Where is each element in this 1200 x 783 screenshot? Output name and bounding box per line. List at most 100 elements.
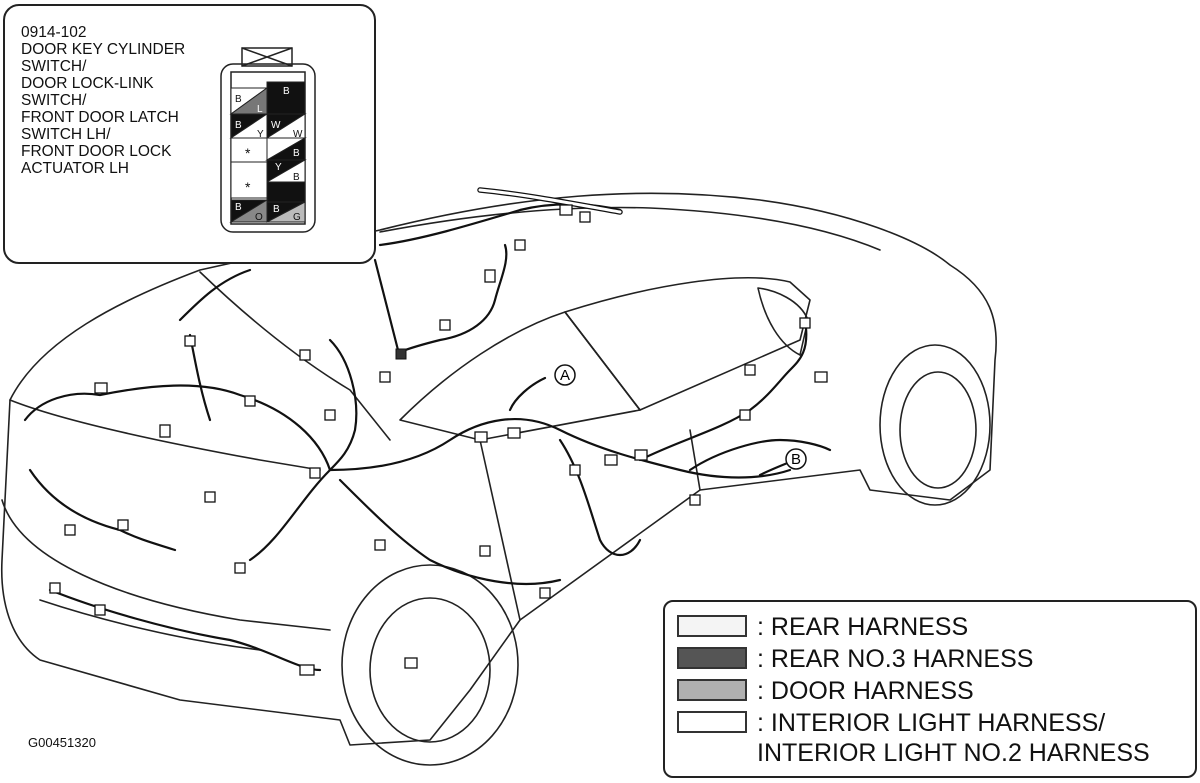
marker-b-label: B <box>791 451 801 468</box>
side-mirror <box>757 287 809 356</box>
harness-legend: : REAR HARNESS : REAR NO.3 HARNESS : DOO… <box>663 600 1197 778</box>
marker-a-label: A <box>560 367 570 384</box>
marker-b: B <box>785 448 807 470</box>
pin-label: O <box>255 212 263 223</box>
harness-roof-drop <box>398 243 508 354</box>
connector-block <box>244 395 256 407</box>
pin-label: G <box>293 212 301 223</box>
door-line <box>479 439 521 621</box>
description-line: SWITCH/ <box>21 58 87 75</box>
rear-window <box>199 271 391 441</box>
harness-front-door <box>688 438 832 472</box>
bumper-line <box>39 599 261 651</box>
harness-front <box>638 318 808 462</box>
connector-block <box>579 211 591 223</box>
legend-item-interior-light-harness: : INTERIOR LIGHT HARNESS/ INTERIOR LIGHT… <box>677 708 1150 768</box>
connector-block <box>559 204 573 216</box>
harness-floor <box>328 418 792 479</box>
legend-label: : REAR NO.3 HARNESS <box>757 645 1034 673</box>
connector-block <box>94 382 108 394</box>
connector-block <box>507 427 521 439</box>
legend-item-rear-no3-harness: : REAR NO.3 HARNESS <box>677 644 1033 674</box>
legend-swatch <box>677 647 747 669</box>
legend-label: : INTERIOR LIGHT HARNESS/ INTERIOR LIGHT… <box>757 709 1150 767</box>
connector-block <box>234 562 246 574</box>
legend-swatch <box>677 679 747 701</box>
front-wheel-inner <box>899 371 977 489</box>
pin-label: B <box>235 94 242 105</box>
description-line: DOOR KEY CYLINDER <box>21 41 186 58</box>
description-line: ACTUATOR LH <box>21 160 129 177</box>
harness-connector-link <box>373 258 400 352</box>
connector-block <box>479 545 491 557</box>
connector-block <box>514 239 526 251</box>
front-wheel <box>879 344 991 506</box>
trunk-line <box>9 399 321 471</box>
connector-block <box>299 664 315 676</box>
pin-label: B <box>283 86 290 97</box>
connector-description: 0914-102 DOOR KEY CYLINDER SWITCH/ DOOR … <box>21 24 185 177</box>
connector-block <box>439 319 451 331</box>
side-window-front <box>564 277 811 411</box>
harness-connectors <box>49 204 828 676</box>
harness-pillar <box>328 338 358 472</box>
connector-block <box>404 657 418 669</box>
connector-block <box>814 371 828 383</box>
connector-block <box>49 582 61 594</box>
pin-label: * <box>245 145 251 161</box>
pin-label: B <box>293 172 300 183</box>
legend-label: : DOOR HARNESS <box>757 677 974 705</box>
car-body-outline <box>0 192 997 746</box>
pin-label: Y <box>257 129 264 140</box>
pin-label: W <box>293 129 303 140</box>
connector-code: 0914-102 <box>21 24 87 41</box>
pin-label: L <box>257 104 263 115</box>
connector-block <box>604 454 618 466</box>
description-line: SWITCH/ <box>21 92 87 109</box>
connector-block <box>184 335 196 347</box>
pin-label: B <box>235 202 242 213</box>
description-line: FRONT DOOR LOCK <box>21 143 172 160</box>
connector-block <box>324 409 336 421</box>
legend-label: : REAR HARNESS <box>757 613 969 641</box>
description-line: DOOR LOCK-LINK <box>21 75 154 92</box>
description-line: FRONT DOOR LATCH <box>21 109 179 126</box>
pin-label: B <box>235 120 242 131</box>
harness-rear-left <box>28 468 177 552</box>
legend-item-rear-harness: : REAR HARNESS <box>677 612 968 642</box>
door-key-cylinder-connector <box>395 348 407 360</box>
rear-bumper <box>1 499 331 631</box>
connector-block <box>309 467 321 479</box>
connector-block <box>799 317 811 329</box>
wiring-harness-group <box>23 203 832 672</box>
harness-floor-rear <box>248 468 562 586</box>
pin-label: * <box>245 179 251 195</box>
legend-item-door-harness: : DOOR HARNESS <box>677 676 974 706</box>
connector-latch <box>241 47 293 67</box>
pin-label: B <box>293 148 300 159</box>
connector-block <box>634 449 648 461</box>
connector-block <box>94 604 106 616</box>
pin-label: Y <box>275 162 282 173</box>
connector-block <box>539 587 551 599</box>
roof-line <box>379 206 881 251</box>
connector-block <box>64 524 76 536</box>
door-line-2 <box>689 429 701 491</box>
harness-marker-a <box>508 376 547 412</box>
harness-roof <box>378 203 622 247</box>
connector-block <box>159 424 171 438</box>
connector-block <box>689 494 701 506</box>
connector-block <box>374 539 386 551</box>
connector-block <box>204 491 216 503</box>
connector-block <box>474 431 488 443</box>
connector-housing <box>220 63 316 233</box>
rear-wheel-inner <box>369 597 491 743</box>
connector-block <box>379 371 391 383</box>
rear-wheel <box>341 564 519 766</box>
connector-block <box>299 349 311 361</box>
legend-swatch <box>677 615 747 637</box>
marker-a: A <box>554 364 576 386</box>
connector-block <box>739 409 751 421</box>
